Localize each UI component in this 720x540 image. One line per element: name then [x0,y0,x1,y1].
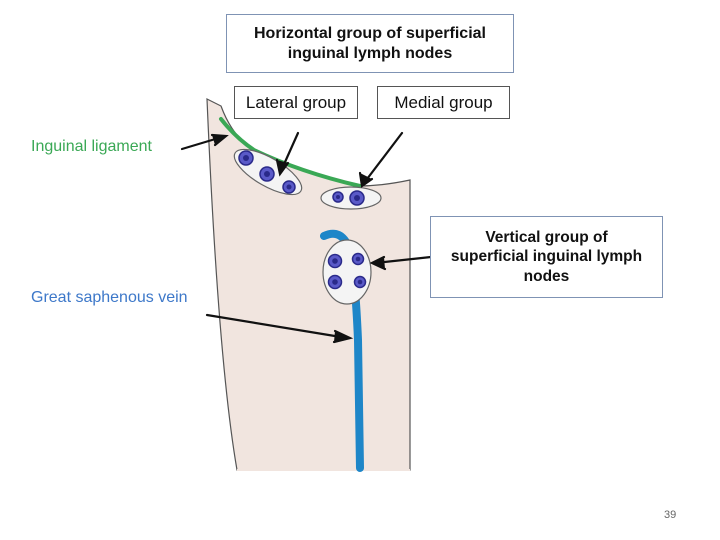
horizontal-group-title-line1: Horizontal group of superficial [253,24,486,42]
vertical-node-capsule [322,239,372,305]
lymph-node-core [354,195,360,201]
arrow-to-medial-nodes [362,131,404,185]
arrow-to-vein-head [332,329,354,344]
medial-node-group [320,186,382,210]
vertical-node-group [322,239,372,305]
arrow-to-vertical-nodes-head [369,255,387,271]
pointer-arrows [180,131,433,344]
lymph-node-core [355,256,361,262]
lymph-node-core [243,155,249,161]
arrow-to-lateral-nodes-head [275,158,290,177]
page-number: 39 [664,509,677,521]
arrow-to-medial-nodes-head [358,171,374,188]
arrow-to-ligament-head [210,133,229,147]
lateral-group-box: Lateral group [234,86,358,119]
horizontal-group-title-box: Horizontal group of superficial inguinal… [226,14,514,73]
inguinal-ligament-label: Inguinal ligament [31,138,152,155]
medial-group-box: Medial group [377,86,510,119]
lymph-node-core [357,279,363,285]
lymph-node-core [332,279,338,285]
vertical-group-title-line3: nodes [523,267,570,285]
vertical-group-title-box: Vertical group of superficial inguinal l… [430,216,663,298]
great-saphenous-vein-label: Great saphenous vein [31,289,188,306]
vertical-group-title-line1: Vertical group of [485,228,608,246]
lateral-group-label: Lateral group [245,92,347,112]
horizontal-group-title-line2: inguinal lymph nodes [287,44,453,62]
lateral-node-group [233,148,303,196]
vertical-group-title-line2: superficial inguinal lymph [450,248,643,266]
lymph-node-core [336,195,340,199]
lymph-node-core [332,258,338,264]
arrow-to-vein [205,313,349,340]
lymph-node-core [286,184,292,190]
medial-group-label: Medial group [394,92,493,112]
lymph-node-core [264,171,270,177]
